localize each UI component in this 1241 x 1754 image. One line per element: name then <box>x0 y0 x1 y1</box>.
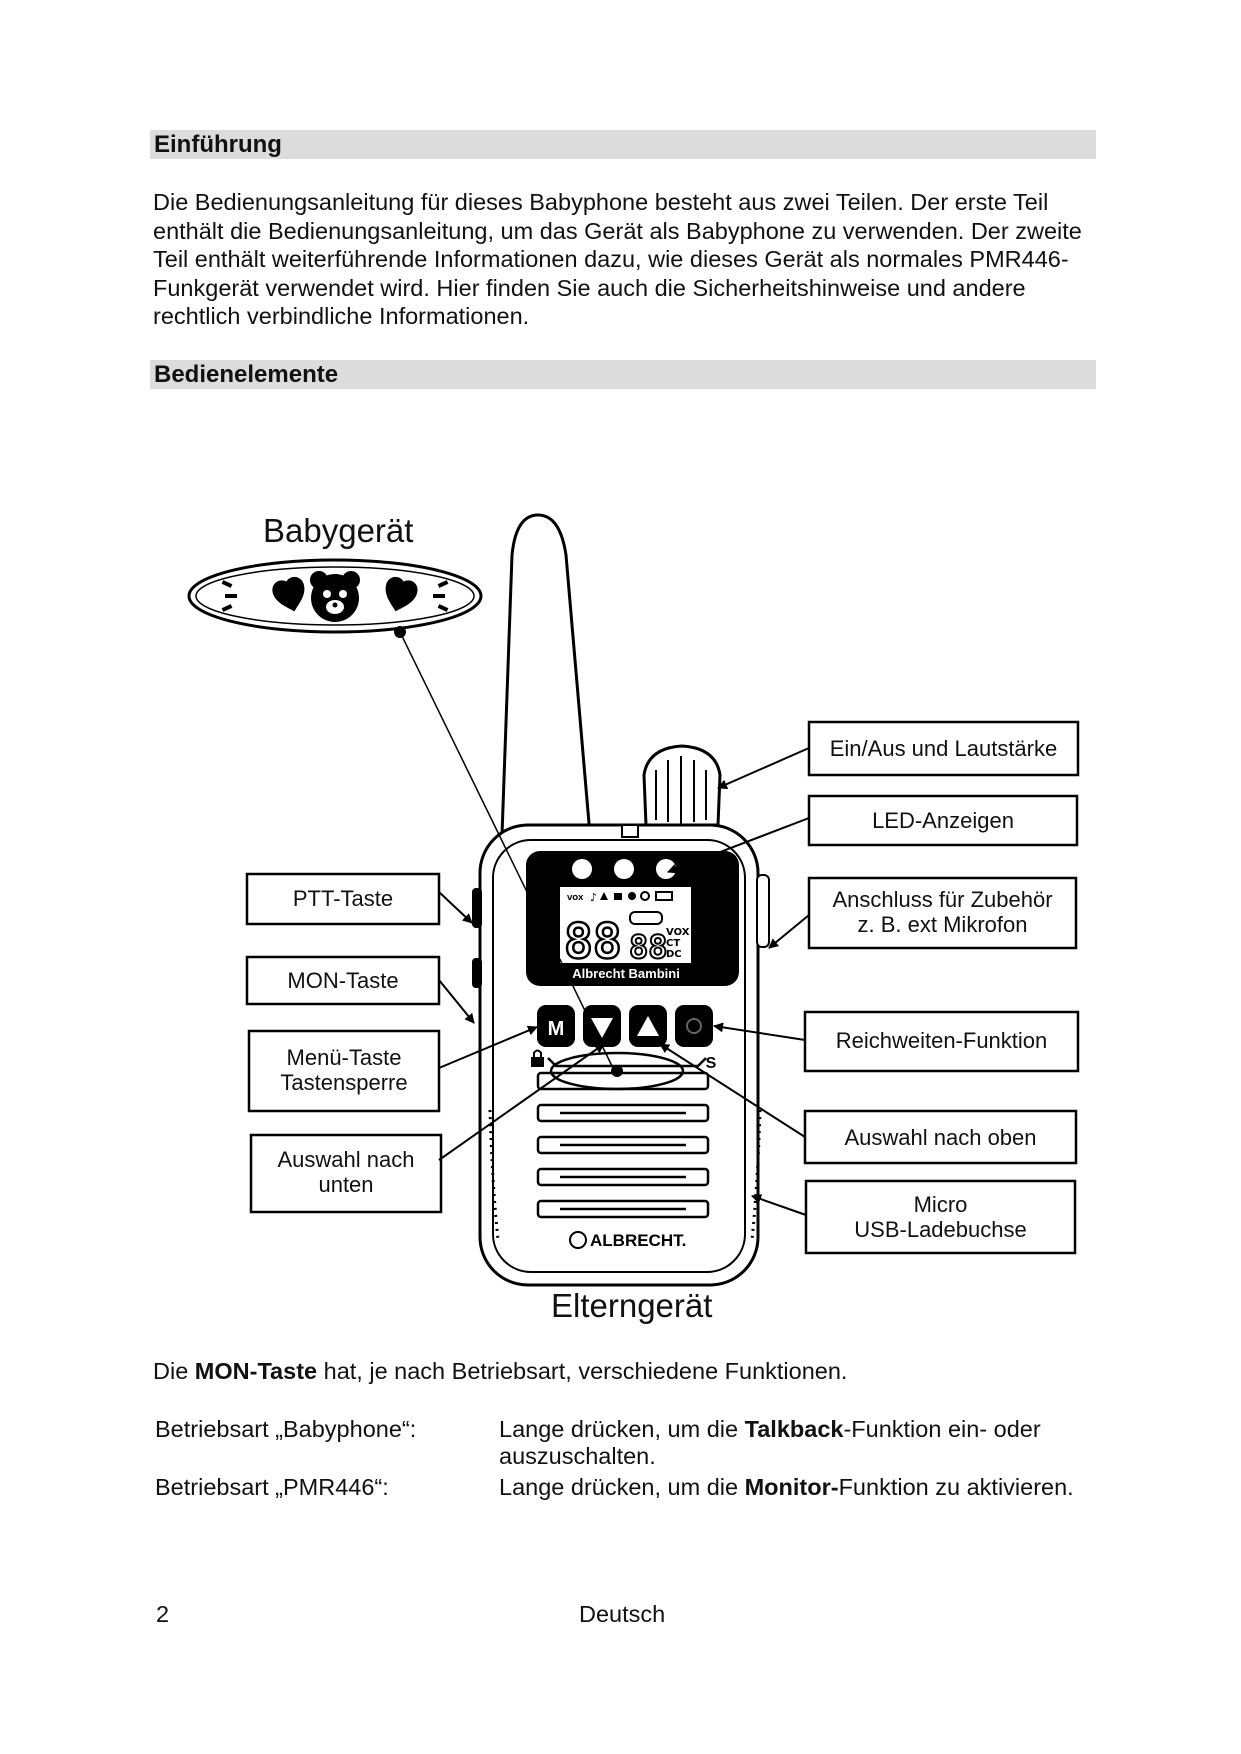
lcd-channel-icons <box>629 911 663 925</box>
callout-usb-line1: Micro <box>913 1192 968 1217</box>
callout-led-box <box>807 794 1079 847</box>
side-mon-button <box>472 958 482 988</box>
menu-button-label: M <box>548 1018 565 1040</box>
lock-icon <box>531 1049 544 1067</box>
lcd-flag-dc: DC <box>666 949 682 960</box>
albrecht-logo: ALBRECHT. <box>569 1231 686 1250</box>
display-brand-label: Albrecht Bambini <box>572 966 680 981</box>
page-number: 2 <box>156 1601 170 1627</box>
callout-range: Reichweiten-Funktion <box>835 1028 1048 1053</box>
led-1 <box>572 859 592 879</box>
mode-babyphone-label: Betriebsart „Babyphone“: <box>155 1416 417 1442</box>
mode-babyphone-text: Lange drücken, um die Talkback-Funktion … <box>499 1416 1099 1470</box>
callout-accessory-box <box>807 876 1078 950</box>
sound-waves-left-icon <box>221 580 237 612</box>
callout-accessory: Anschluss für Zubehör z. B. ext Mikrofon <box>809 887 1076 937</box>
callout-menu-line2: Tastensperre <box>280 1070 408 1095</box>
baby-device-label: Babygerät <box>263 512 414 549</box>
callout-accessory-line2: z. B. ext Mikrofon <box>857 912 1028 937</box>
heart-right-icon <box>385 576 418 612</box>
callout-down-box <box>249 1133 443 1214</box>
section-heading-einfuehrung: Einführung <box>150 130 1096 159</box>
svg-text:♪: ♪ <box>590 891 597 904</box>
callout-mon-box <box>245 955 441 1006</box>
speaker-grille <box>536 1057 710 1219</box>
heart-left-icon <box>272 576 305 612</box>
callout-ptt: PTT-Taste <box>292 886 394 911</box>
mon-highlight-oval <box>549 1051 685 1091</box>
range-button <box>675 1005 713 1047</box>
lcd-flag-vox: VOX <box>666 927 690 938</box>
up-arrow-icon <box>637 1016 659 1036</box>
callout-usb-line2: USB-Ladebuchse <box>854 1217 1027 1242</box>
mon-intro-bold: MON-Taste <box>194 1358 318 1384</box>
callout-usb: Micro USB-Ladebuchse <box>806 1192 1075 1242</box>
antenna <box>500 513 592 837</box>
section-heading-text: Einführung <box>154 131 282 158</box>
mon-intro-suffix: hat, je nach Betriebsart, verschiedene F… <box>323 1358 848 1384</box>
svg-text:ALBRECHT.: ALBRECHT. <box>590 1231 686 1250</box>
accessory-port-cover <box>756 874 770 948</box>
intro-paragraph: Die Bedienungsanleitung für dieses Babyp… <box>153 189 1082 330</box>
mode-pmr446-label: Betriebsart „PMR446“: <box>155 1474 389 1500</box>
callout-down-line1: Auswahl nach <box>277 1147 415 1172</box>
lcd-status-icons: VOX ♪ <box>567 891 673 904</box>
section-heading-text: Bedienelemente <box>154 361 339 388</box>
mode-pmr446-text: Lange drücken, um die Monitor-Funktion z… <box>499 1474 1099 1501</box>
callout-accessory-line1: Anschluss für Zubehör <box>832 887 1053 912</box>
callout-range-box <box>803 1010 1080 1073</box>
callout-ptt-box <box>245 872 441 926</box>
baby-emblem <box>187 558 483 634</box>
callout-up-box <box>803 1109 1078 1165</box>
volume-knob <box>642 744 722 827</box>
parent-device-label: Elterngerät <box>551 1287 713 1324</box>
callout-power: Ein/Aus und Lautstärke <box>829 736 1058 761</box>
range-mark-s: S <box>706 1055 717 1072</box>
mode-pmr446-prefix: Lange drücken, um die <box>499 1474 739 1500</box>
lcd-flag-ct: CT <box>666 938 680 949</box>
svg-text:VOX: VOX <box>567 894 584 902</box>
callout-up: Auswahl nach oben <box>844 1125 1037 1150</box>
mode-babyphone-bold: Talkback <box>744 1416 844 1442</box>
menu-button <box>537 1005 575 1047</box>
mon-intro-prefix: Die <box>153 1358 189 1384</box>
lcd-small-digits: 88 <box>629 928 668 966</box>
callout-mon: MON-Taste <box>287 968 399 993</box>
section-heading-bedienelemente: Bedienelemente <box>150 360 1096 389</box>
mode-babyphone-prefix: Lange drücken, um die <box>499 1416 739 1442</box>
teddy-bear-icon <box>310 571 360 622</box>
led-3 <box>656 859 676 879</box>
side-ptt-button <box>472 888 482 928</box>
callout-usb-box <box>804 1179 1077 1255</box>
mon-intro-paragraph: Die MON-Taste hat, je nach Betriebsart, … <box>153 1358 847 1385</box>
down-arrow-icon <box>591 1018 613 1038</box>
callout-menu-box <box>247 1029 441 1113</box>
callout-led: LED-Anzeigen <box>872 808 1014 833</box>
lcd-main-digits: 88 <box>564 914 622 970</box>
range-icon <box>686 1018 702 1034</box>
led-2 <box>614 859 634 879</box>
mode-pmr446-suffix: Funktion zu aktivieren. <box>838 1474 1074 1500</box>
callout-menu: Menü-Taste Tastensperre <box>249 1045 439 1095</box>
callout-menu-line1: Menü-Taste <box>286 1045 402 1070</box>
footer-language: Deutsch <box>579 1601 666 1627</box>
callout-down-line2: unten <box>318 1172 374 1197</box>
sound-waves-right-icon <box>433 580 449 612</box>
callout-down: Auswahl nach unten <box>251 1147 441 1197</box>
callout-power-box <box>807 720 1080 777</box>
mode-babyphone-suffix: -Funktion ein- oder auszuschalten. <box>499 1416 1041 1469</box>
mode-pmr446-bold: Monitor- <box>744 1474 839 1500</box>
